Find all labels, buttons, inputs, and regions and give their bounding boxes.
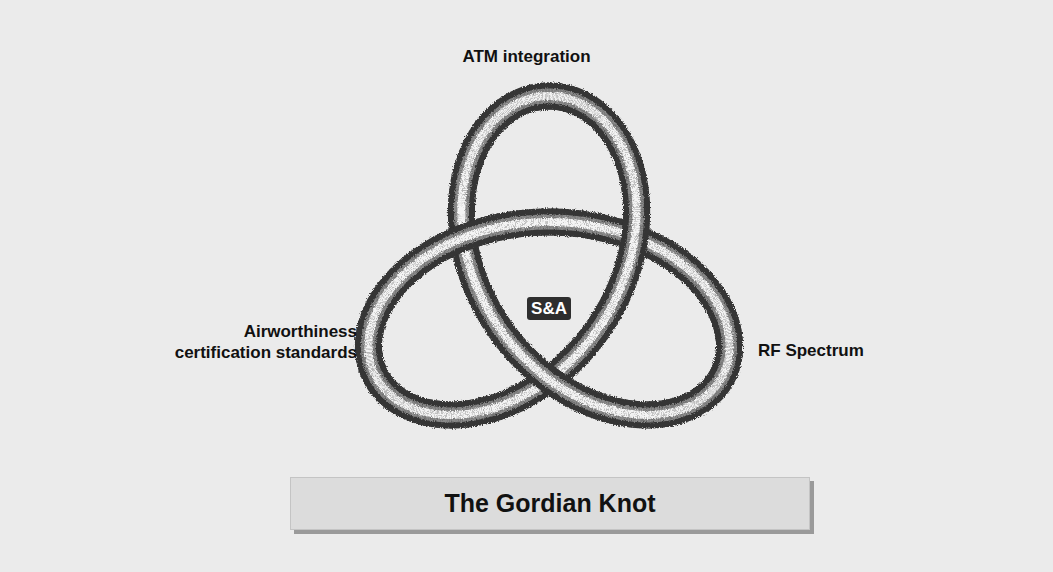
knot-stroke	[711, 390, 713, 392]
knot-stroke	[459, 237, 468, 241]
knot-stroke	[386, 391, 388, 393]
knot-stroke	[387, 392, 389, 394]
knot-stroke	[713, 388, 715, 390]
knot-stroke	[713, 388, 715, 390]
knot-stroke	[388, 393, 390, 395]
knot-stroke	[712, 389, 714, 391]
knot-stroke	[386, 391, 388, 393]
knot-stroke	[387, 392, 389, 394]
knot-stroke	[386, 391, 388, 393]
knot-stroke	[712, 389, 714, 391]
knot-stroke	[711, 390, 713, 392]
knot-stroke	[388, 393, 390, 395]
knot-stroke	[711, 390, 713, 392]
knot-stroke	[712, 389, 714, 391]
knot-stroke	[713, 388, 715, 390]
knot-stroke	[388, 393, 390, 395]
knot-stroke	[387, 392, 389, 394]
